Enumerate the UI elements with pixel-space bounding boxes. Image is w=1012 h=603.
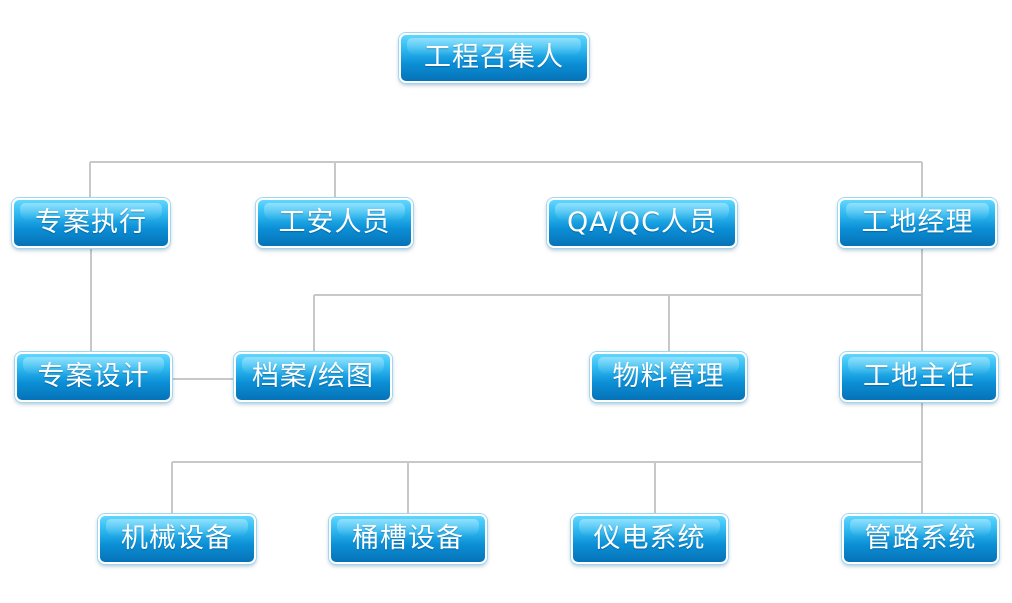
node-label: 工安人员 [278, 207, 391, 238]
node-mechanical-equipment: 机械设备 [98, 514, 256, 564]
node-tank-equipment: 桶槽设备 [329, 514, 487, 564]
node-site-director: 工地主任 [840, 352, 998, 402]
node-convener: 工程召集人 [399, 33, 589, 83]
node-label: QA/QC人员 [567, 207, 717, 238]
node-label: 工地经理 [861, 207, 974, 238]
node-label: 档案/绘图 [251, 361, 375, 392]
node-label: 专案设计 [37, 361, 150, 392]
node-label: 专案执行 [35, 207, 147, 238]
node-label: 物料管理 [612, 361, 725, 392]
node-label: 桶槽设备 [352, 523, 464, 554]
node-label: 仪电系统 [593, 523, 706, 554]
node-project-design: 专案设计 [15, 352, 172, 402]
node-label: 工地主任 [863, 361, 975, 392]
node-qaqc-staff: QA/QC人员 [547, 198, 737, 248]
node-label: 工程召集人 [424, 42, 564, 73]
node-materials-management: 物料管理 [590, 352, 747, 402]
node-archive-drawing: 档案/绘图 [234, 352, 392, 402]
node-label: 管路系统 [864, 523, 977, 554]
node-piping-system: 管路系统 [842, 514, 999, 564]
node-site-manager: 工地经理 [838, 198, 997, 248]
node-label: 机械设备 [121, 523, 233, 554]
node-project-exec: 专案执行 [12, 198, 170, 248]
node-instrument-electric: 仪电系统 [571, 514, 728, 564]
node-safety-staff: 工安人员 [256, 198, 413, 248]
